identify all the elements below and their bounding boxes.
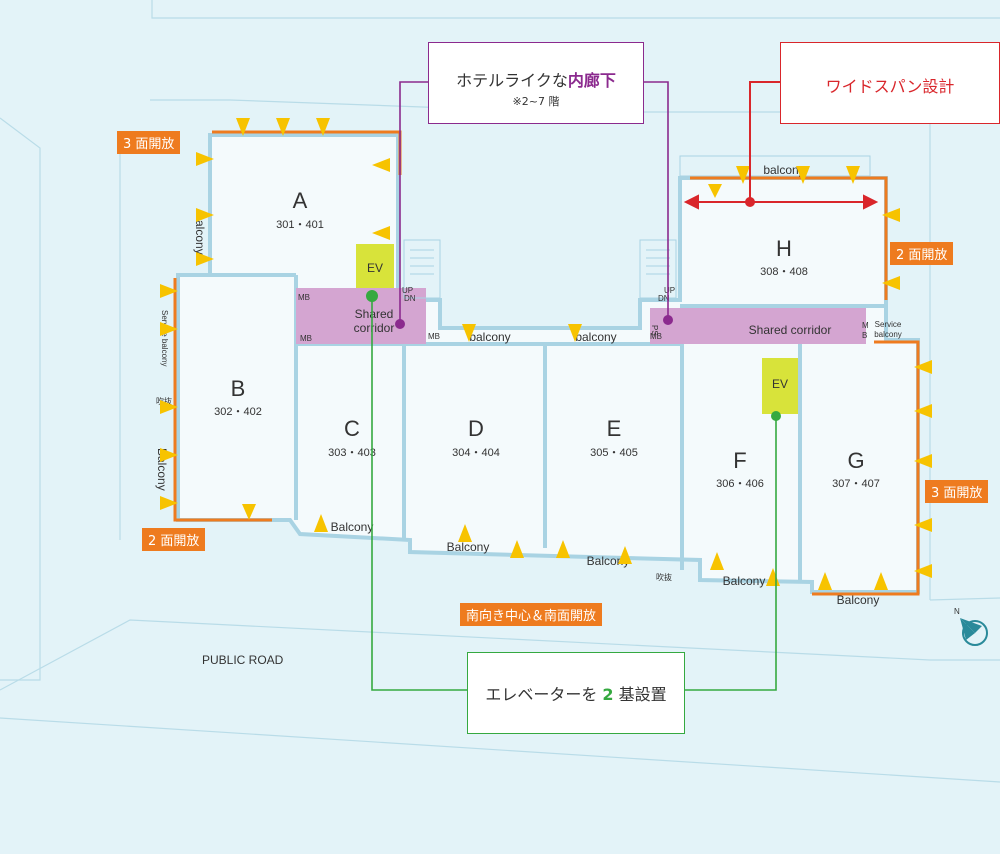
unit-e-numbers: 305・405 — [590, 447, 638, 459]
unit-b-letter: B — [231, 376, 246, 401]
unit-a-numbers: 301・401 — [276, 219, 324, 231]
unit-f-letter: F — [733, 448, 746, 473]
dn-east: DN — [658, 294, 670, 303]
ev-west-label: EV — [367, 261, 383, 275]
wide-span-text: ワイドスパン設計 — [825, 77, 955, 96]
site-lines — [0, 0, 1000, 783]
ev-east — [762, 358, 798, 414]
ev-marker-east — [771, 411, 781, 421]
m-label: M — [862, 321, 869, 330]
ps-label: PS — [650, 325, 659, 336]
unit-e-letter: E — [607, 416, 622, 441]
balcony-f: Balcony — [723, 574, 766, 588]
ev-west — [356, 244, 394, 288]
hotel-note: ※2~7 階 — [512, 95, 560, 108]
service-label: Service — [875, 320, 902, 329]
unit-labels: A 301・401 B 302・402 C 303・403 D 304・404 … — [214, 188, 880, 490]
unit-h-numbers: 308・408 — [760, 266, 808, 278]
tag-2-open-b: 2 面開放 — [142, 528, 206, 551]
shared-corridor-east — [650, 308, 866, 344]
balcony-h: balcony — [763, 163, 804, 177]
service-balcony-b: Service balcony — [160, 310, 169, 366]
wide-span-callout: ワイドスパン設計 — [780, 42, 1000, 124]
unit-b-numbers: 302・402 — [214, 406, 262, 418]
tag-3-open-a: 3 面開放 — [117, 131, 181, 154]
hotel-corridor-callout: ホテルライクな内廊下 ※2~7 階 — [428, 42, 644, 124]
shared-corridor-west-line2: corridor — [354, 321, 395, 335]
service-balcony-small: balcony — [874, 330, 902, 339]
mb-4: MB — [650, 332, 662, 341]
tag-3-open-g: 3 面開放 — [925, 480, 989, 503]
dn-west: DN — [404, 294, 416, 303]
hotel-highlight: 内廊下 — [567, 71, 616, 90]
unit-c-letter: C — [344, 416, 360, 441]
balcony-d: Balcony — [447, 540, 490, 554]
ev-prefix: エレベーターを — [485, 685, 603, 704]
tag-south-open: 南向き中心＆南面開放 — [460, 603, 603, 626]
wide-span-marker — [745, 197, 755, 207]
hotel-marker-west — [395, 319, 405, 329]
balcony-e: Balcony — [587, 554, 630, 568]
unit-g-numbers: 307・407 — [832, 478, 880, 490]
fukinuke-west: 吹抜 — [156, 396, 172, 406]
hotel-corridor-lines — [399, 81, 669, 324]
mb-1: MB — [298, 293, 310, 302]
compass-icon — [960, 618, 990, 648]
unit-g-letter: G — [847, 448, 864, 473]
ev-highlight: 2 — [602, 685, 614, 704]
north-label: N — [954, 607, 960, 616]
unit-c-numbers: 303・403 — [328, 447, 376, 459]
ev-east-label: EV — [772, 377, 788, 391]
mb-2: MB — [300, 334, 312, 343]
unit-d-numbers: 304・404 — [452, 447, 500, 459]
unit-h-letter: H — [776, 236, 792, 261]
public-road-label: PUBLIC ROAD — [202, 653, 284, 667]
hotel-prefix: ホテルライクな — [456, 71, 568, 90]
tag-2-open-h: 2 面開放 — [890, 242, 954, 265]
mb-3: MB — [428, 332, 440, 341]
ev-lines — [371, 296, 777, 691]
unit-d-letter: D — [468, 416, 484, 441]
shared-corridor-west-line1: Shared — [355, 307, 394, 321]
balcony-mid-1: balcony — [469, 330, 510, 344]
up-west: UP — [402, 286, 413, 295]
ev-suffix: 基設置 — [613, 685, 667, 704]
unit-a-letter: A — [293, 188, 308, 213]
unit-f-numbers: 306・406 — [716, 478, 764, 490]
light-arrows — [160, 118, 932, 590]
up-east: UP — [664, 286, 675, 295]
elevator-callout: エレベーターを 2 基設置 — [467, 652, 685, 734]
balcony-mid-2: balcony — [575, 330, 616, 344]
shared-corridors — [296, 288, 866, 344]
b-label: B — [862, 331, 867, 340]
fukinuke-south: 吹抜 — [656, 572, 672, 582]
building — [176, 133, 920, 594]
balcony-a: Balcony — [193, 212, 207, 255]
wide-span-lines — [683, 81, 879, 210]
hotel-marker-east — [663, 315, 673, 325]
stairs — [403, 155, 871, 299]
shared-corridor-east-label: Shared corridor — [749, 323, 832, 337]
balcony-g: Balcony — [837, 593, 880, 607]
balcony-c: Balcony — [331, 520, 374, 534]
ev-marker-west — [366, 290, 378, 302]
